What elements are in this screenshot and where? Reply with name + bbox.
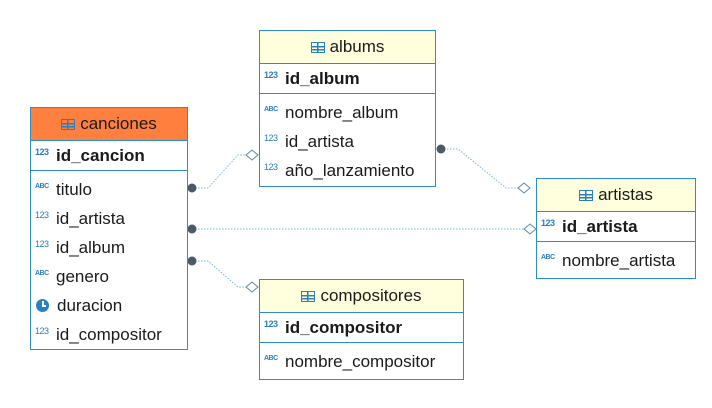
link-diamond <box>245 149 259 161</box>
numeric-key-icon: 123 <box>541 217 555 228</box>
column-name: titulo <box>56 179 92 199</box>
table-title: artistas <box>598 185 653 204</box>
primary-key-row[interactable]: 123 id_artista <box>537 212 695 242</box>
table-albums[interactable]: albums 123 id_album ABC nombre_album 123… <box>259 30 436 187</box>
primary-key-row[interactable]: 123 id_compositor <box>260 313 463 343</box>
table-title: canciones <box>80 114 157 133</box>
table-icon <box>61 118 76 130</box>
table-artistas[interactable]: artistas 123 id_artista ABC nombre_artis… <box>536 178 696 279</box>
text-type-icon: ABC <box>264 106 278 113</box>
link-canciones-albums <box>192 154 252 189</box>
column-row[interactable]: 123 id_artista <box>31 204 187 233</box>
column-name: nombre_artista <box>562 250 676 270</box>
link-diamond <box>245 281 259 293</box>
column-row[interactable]: ABC nombre_artista <box>537 246 695 275</box>
text-type-icon: ABC <box>541 254 555 261</box>
text-type-icon: ABC <box>35 183 49 190</box>
column-name: id_artista <box>285 131 354 151</box>
table-icon <box>579 189 594 201</box>
column-row[interactable]: 123 id_album <box>31 233 187 262</box>
column-name: id_album <box>56 237 125 257</box>
link-diamond <box>517 182 531 194</box>
column-name: id_artista <box>562 216 638 236</box>
column-name: id_compositor <box>56 324 162 344</box>
table-title: albums <box>329 37 385 56</box>
column-row[interactable]: duracion <box>31 291 187 320</box>
column-row[interactable]: ABC titulo <box>31 175 187 204</box>
table-compositores[interactable]: compositores 123 id_compositor ABC nombr… <box>259 279 464 380</box>
column-name: genero <box>56 266 109 286</box>
column-name: nombre_album <box>285 102 399 122</box>
column-row[interactable]: ABC nombre_album <box>260 98 435 127</box>
table-header[interactable]: albums <box>260 31 435 64</box>
primary-key-row[interactable]: 123 id_cancion <box>31 141 187 171</box>
column-name: id_compositor <box>285 317 403 337</box>
column-name: id_cancion <box>56 145 145 165</box>
table-header[interactable]: artistas <box>537 179 695 212</box>
numeric-type-icon: 123 <box>35 238 49 249</box>
numeric-type-icon: 123 <box>264 161 278 172</box>
link-albums-artistas <box>441 148 524 189</box>
table-header[interactable]: compositores <box>260 280 463 313</box>
text-type-icon: ABC <box>264 355 278 362</box>
primary-key-row[interactable]: 123 id_album <box>260 64 435 94</box>
link-dot <box>187 183 197 193</box>
link-dot <box>187 224 197 234</box>
table-header[interactable]: canciones <box>31 108 187 141</box>
column-name: año_lanzamiento <box>285 160 415 180</box>
clock-icon <box>36 299 49 312</box>
column-row[interactable]: 123 id_compositor <box>31 320 187 349</box>
link-diamond <box>523 223 537 235</box>
column-name: id_album <box>285 68 360 88</box>
table-title: compositores <box>320 286 422 305</box>
numeric-key-icon: 123 <box>35 146 49 157</box>
table-icon <box>310 41 325 53</box>
link-canciones-compositores <box>192 260 252 288</box>
link-dot <box>187 256 197 266</box>
column-name: id_artista <box>56 208 125 228</box>
text-type-icon: ABC <box>35 270 49 277</box>
numeric-type-icon: 123 <box>35 209 49 220</box>
table-icon <box>301 290 316 302</box>
numeric-key-icon: 123 <box>264 69 278 80</box>
column-row[interactable]: 123 id_artista <box>260 127 435 156</box>
column-name: nombre_compositor <box>285 351 436 371</box>
column-row[interactable]: ABC genero <box>31 262 187 291</box>
link-dot <box>436 144 446 154</box>
numeric-foreign-key-icon: 123 <box>264 132 278 143</box>
numeric-type-icon: 123 <box>35 325 49 336</box>
numeric-key-icon: 123 <box>264 318 278 329</box>
table-canciones[interactable]: canciones 123 id_cancion ABC titulo 123 … <box>30 107 188 350</box>
column-row[interactable]: 123 año_lanzamiento <box>260 156 435 185</box>
column-name: duracion <box>57 295 123 315</box>
column-row[interactable]: ABC nombre_compositor <box>260 347 463 376</box>
